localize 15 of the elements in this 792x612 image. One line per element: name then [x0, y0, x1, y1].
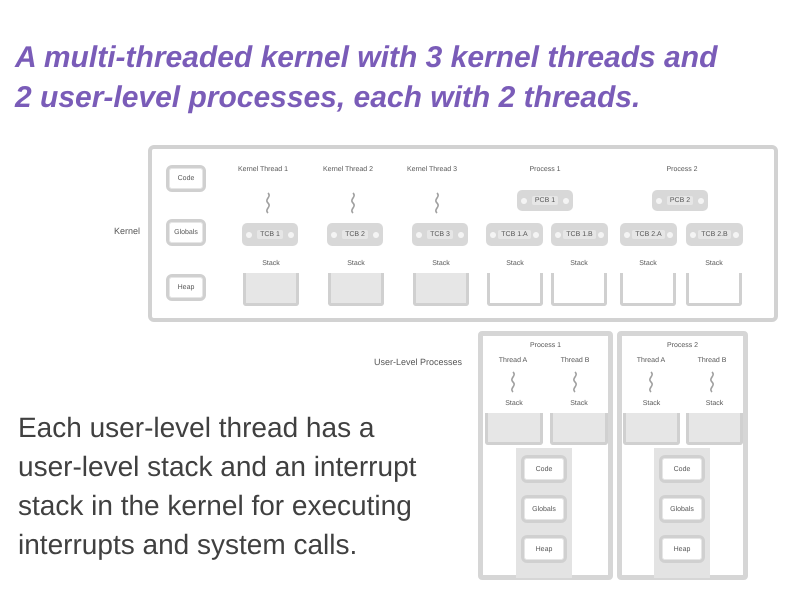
control-block: [551, 223, 608, 246]
control-block: [242, 223, 298, 246]
control-block: [517, 190, 573, 211]
note-text: Each user-level thread has a user-level stack and an interrupt stack in the kernel for executing interrupts and system calls.: [18, 411, 418, 562]
control-block: [652, 190, 708, 211]
control-block: [412, 223, 468, 246]
control-block: [327, 223, 383, 246]
process-panel: [478, 331, 613, 580]
panel-label: Kernel: [112, 226, 140, 236]
control-block: [620, 223, 677, 246]
section-label: User-Level Processes: [372, 357, 462, 367]
slide-title: A multi-threaded kernel with 3 kernel threads and 2 user-level processes, each with 2 threads.: [15, 40, 719, 116]
process-panel: [617, 331, 748, 580]
control-block: [686, 223, 743, 246]
control-block: [486, 223, 543, 246]
